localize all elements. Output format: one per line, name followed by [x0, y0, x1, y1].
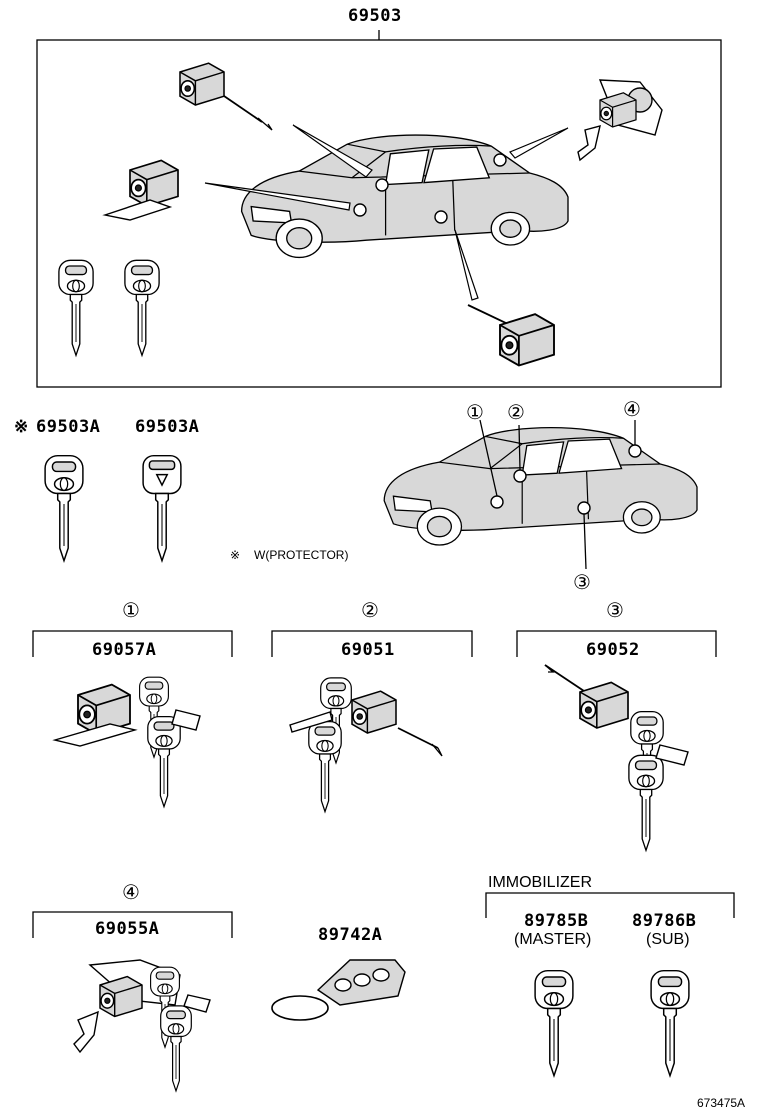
sub-assembly-callout: ④: [122, 882, 140, 904]
sub-assembly-callout: ②: [361, 600, 379, 622]
immobilizer-key-master: [534, 969, 574, 1077]
key-variant-mark: ※: [14, 417, 29, 437]
immobilizer-part-number: 89786B: [632, 911, 697, 931]
location-callout: ④: [623, 399, 641, 421]
immobilizer-part-number: 89785B: [524, 911, 589, 931]
ignition-cylinder-top: [102, 159, 179, 221]
immobilizer-key-label: (SUB): [646, 931, 690, 948]
sub-assembly-part-number: 69057A: [92, 640, 157, 660]
figure-id: 673475A: [697, 1096, 746, 1110]
trunk-lock-assembly: [73, 959, 211, 1092]
sub-assembly-part-number: 69051: [341, 640, 395, 660]
location-callout: ②: [507, 402, 525, 424]
protector-note-text: W(PROTECTOR): [254, 548, 349, 562]
sub-assembly-part-number: 69052: [586, 640, 640, 660]
immobilizer-key-label: (MASTER): [514, 931, 592, 948]
remote-transmitter: [271, 959, 406, 1021]
trunk-cylinder-top: [577, 79, 663, 162]
key-variant-1: [44, 454, 84, 562]
door-lock-assembly-rear: [544, 664, 689, 851]
remote-part-number: 89742A: [318, 925, 383, 945]
sub-assembly-callout: ①: [122, 600, 140, 622]
protector-note-mark: ※: [230, 548, 241, 562]
location-callout: ③: [573, 572, 591, 594]
immobilizer-heading: IMMOBILIZER: [488, 874, 593, 891]
key-variant-part-number: 69503A: [36, 417, 101, 437]
door-lock-assembly-front: [289, 677, 443, 813]
door-lock-cylinder-top: [179, 62, 273, 131]
sub-assembly-callout: ③: [606, 600, 624, 622]
key-variant-2: [142, 454, 182, 562]
ignition-cylinder-assembly: [52, 676, 201, 808]
door-lock-cylinder-bottom: [467, 304, 555, 367]
car-illustration-locations: [383, 427, 698, 546]
keys-top: [58, 259, 160, 356]
assembly-part-number: 69503: [348, 6, 402, 26]
key-variant-part-number: 69503A: [135, 417, 200, 437]
immobilizer-key-sub: [650, 969, 690, 1077]
location-callout: ①: [466, 402, 484, 424]
sub-assembly-part-number: 69055A: [95, 919, 160, 939]
